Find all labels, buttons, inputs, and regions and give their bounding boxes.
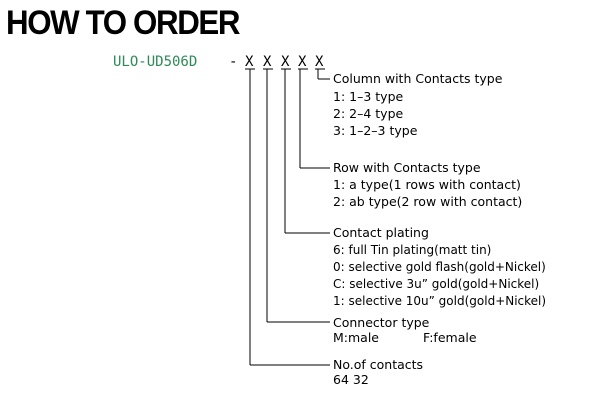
row-type-heading: Row with Contacts type bbox=[333, 160, 481, 175]
column-type-option: 3: 1–2–3 type bbox=[333, 123, 418, 138]
plating-option: C: selective 3u” gold(gold+Nickel) bbox=[333, 277, 539, 291]
row-type-option: 1: a type(1 rows with contact) bbox=[333, 177, 521, 192]
connector-type-heading: Connector type bbox=[333, 315, 430, 330]
part-separator: - bbox=[229, 54, 237, 70]
position-x-contacts: X bbox=[245, 54, 254, 70]
contacts-heading: No.of contacts bbox=[333, 357, 423, 372]
column-type-heading: Column with Contacts type bbox=[333, 71, 503, 86]
row-type-option: 2: ab type(2 row with contact) bbox=[333, 194, 522, 209]
position-x-column: X bbox=[315, 54, 324, 70]
position-x-row: X bbox=[298, 54, 307, 70]
plating-option: 6: full Tin plating(matt tin) bbox=[333, 243, 491, 257]
position-x-connector: X bbox=[263, 54, 272, 70]
plating-heading: Contact plating bbox=[333, 225, 429, 240]
position-x-plating: X bbox=[281, 54, 290, 70]
page-title: HOW TO ORDER bbox=[6, 4, 240, 42]
connector-type-option: F:female bbox=[423, 330, 477, 345]
column-type-option: 1: 1–3 type bbox=[333, 89, 404, 104]
plating-option: 0: selective gold flash(gold+Nickel) bbox=[333, 260, 546, 274]
connector-type-option: M:male bbox=[333, 330, 379, 345]
contacts-option: 64 32 bbox=[333, 372, 369, 387]
part-code: ULO-UD506D bbox=[113, 54, 197, 70]
column-type-option: 2: 2–4 type bbox=[333, 106, 404, 121]
plating-option: 1: selective 10u” gold(gold+Nickel) bbox=[333, 294, 546, 308]
